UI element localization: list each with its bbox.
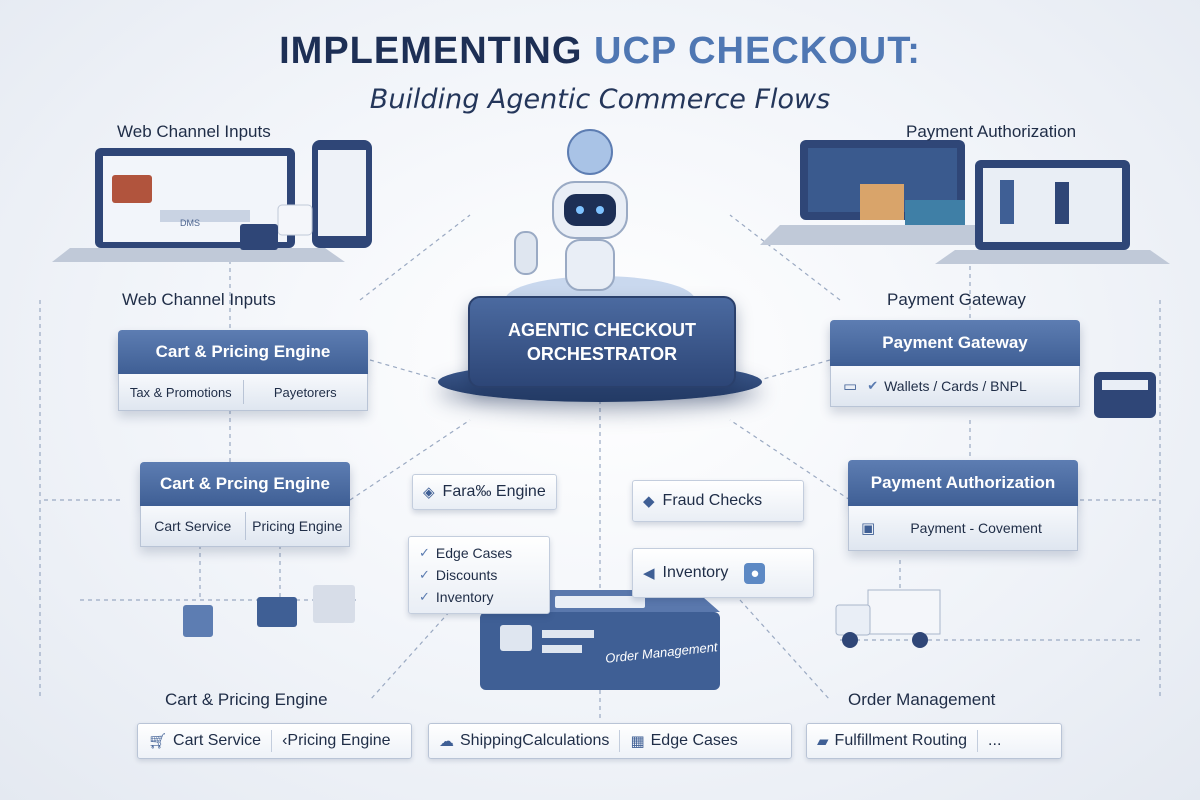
diamond-icon: ◈ xyxy=(423,484,435,501)
block-title: Cart & Prcing Engine xyxy=(140,462,350,506)
truck-icon: ▰ xyxy=(817,733,829,750)
block-body: ▭ ✔ Wallets / Cards / BNPL xyxy=(830,366,1080,407)
arrow-left-icon: ◀ xyxy=(643,565,655,582)
cell-payment-covement: Payment - Covement xyxy=(910,520,1042,536)
inventory-chip: ◀ Inventory ● xyxy=(632,548,814,598)
block-title: Payment Authorization xyxy=(848,460,1078,506)
block-body: Cart Service Pricing Engine xyxy=(140,506,350,547)
cell-payetorers: Payetorers xyxy=(273,384,337,400)
flag-icon: ◆ xyxy=(643,493,655,510)
toolbar-item-edge-cases[interactable]: ▦Edge Cases xyxy=(630,732,738,750)
check-icon: ✔ xyxy=(867,378,879,393)
cube-block xyxy=(313,585,355,623)
toolbar-middle: ☁ShippingCalculations ▦Edge Cases xyxy=(428,723,792,759)
cell-tax-promotions: Tax & Promotions xyxy=(129,384,232,400)
toolbar-item-cart-service[interactable]: 🛒︎Cart Service xyxy=(148,732,262,750)
toolbar-left: 🛒︎Cart Service ‹Pricing Engine xyxy=(137,723,412,759)
cart-pricing-engine-block: Cart & Pricing Engine Tax & Promotions P… xyxy=(118,330,368,411)
laptop-illustration-left xyxy=(52,140,372,262)
cart-pricing-engine-block-secondary: Cart & Prcing Engine Cart Service Pricin… xyxy=(140,462,350,547)
laptop-illustration-right xyxy=(760,140,1170,264)
label-cart-pricing-bottom: Cart & Pricing Engine xyxy=(165,690,328,709)
agentic-checkout-orchestrator: AGENTIC CHECKOUT ORCHESTRATOR xyxy=(468,296,736,388)
cart-icon: 🛒︎ xyxy=(148,733,168,750)
label-web-inputs-top: Web Channel Inputs xyxy=(117,122,271,141)
chip-label: Inventory xyxy=(662,564,729,581)
fara-engine-chip: ◈ Fara‰ Engine xyxy=(412,474,557,510)
label-order-management-bottom: Order Management xyxy=(848,690,996,709)
stack-item: ✓Inventory xyxy=(419,589,494,605)
block-title: Cart & Pricing Engine xyxy=(118,330,368,374)
fraud-checks-chip: ◆ Fraud Checks xyxy=(632,480,804,522)
card-illustration xyxy=(1094,372,1156,418)
chip-label: Fara‰ Engine xyxy=(442,483,546,500)
block-title: Payment Gateway xyxy=(830,320,1080,366)
stack-item: ✓Edge Cases xyxy=(419,545,513,561)
card-icon: ▭ xyxy=(843,378,858,395)
payment-authorization-block: Payment Authorization ▣ Payment - Coveme… xyxy=(848,460,1078,551)
truck-illustration xyxy=(835,589,941,648)
cube-block xyxy=(183,605,213,637)
cell-wallets-cards-bnpl: Wallets / Cards / BNPL xyxy=(884,378,1027,394)
orchestrator-line2: ORCHESTRATOR xyxy=(526,344,678,364)
cell-pricing-engine: Pricing Engine xyxy=(252,518,343,534)
page-subtitle: Building Agentic Commerce Flows xyxy=(369,84,831,115)
cell-cart-service: Cart Service xyxy=(154,518,232,534)
title-accent: UCP CHECKOUT: xyxy=(594,30,921,72)
orchestrator-line1: AGENTIC CHECKOUT xyxy=(508,320,696,340)
label-payment-auth-top: Payment Authorization xyxy=(906,122,1077,141)
label-web-inputs-mid: Web Channel Inputs xyxy=(122,290,276,309)
user-icon: ● xyxy=(744,562,766,584)
store-icon: ▣ xyxy=(861,520,876,537)
toolbar-item-shipping[interactable]: ☁ShippingCalculations xyxy=(439,732,610,750)
laptop-button: DMS xyxy=(180,218,200,228)
label-payment-gateway: Payment Gateway xyxy=(887,290,1026,309)
title-main: IMPLEMENTING xyxy=(279,30,583,72)
toolbar-right: ▰Fulfillment Routing ... xyxy=(806,723,1062,759)
grid-icon: ▦ xyxy=(630,733,645,750)
toolbar-more[interactable]: ... xyxy=(988,732,1002,749)
chip-label: Fraud Checks xyxy=(662,492,763,509)
stack-item: ✓Discounts xyxy=(419,567,498,583)
robot-illustration xyxy=(505,129,695,324)
payment-gateway-block: Payment Gateway ▭ ✔ Wallets / Cards / BN… xyxy=(830,320,1080,407)
toolbar-item-pricing-engine[interactable]: ‹Pricing Engine xyxy=(282,732,391,749)
page-title: IMPLEMENTING UCP CHECKOUT: xyxy=(0,30,1200,73)
block-body: Tax & Promotions Payetorers xyxy=(118,374,368,411)
cloud-icon: ☁ xyxy=(439,733,454,750)
block-body: ▣ Payment - Covement xyxy=(848,506,1078,551)
cube-block xyxy=(257,597,297,627)
edge-cases-stack: ✓Edge Cases ✓Discounts ✓Inventory xyxy=(408,536,550,614)
toolbar-item-fulfillment[interactable]: ▰Fulfillment Routing xyxy=(817,732,968,750)
